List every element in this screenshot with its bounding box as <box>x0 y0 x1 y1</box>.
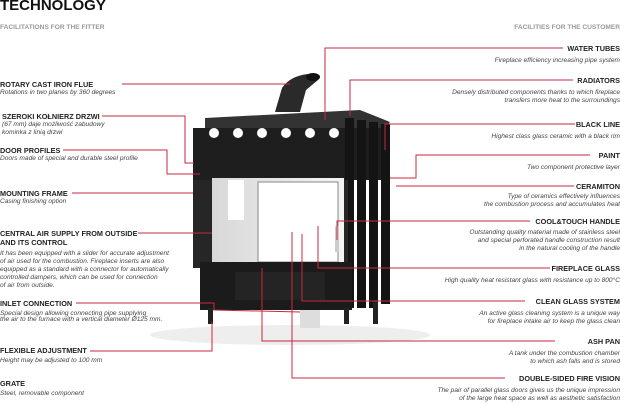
inlet-connector <box>300 310 320 328</box>
top-cover <box>205 110 390 130</box>
rear-glass <box>257 181 339 263</box>
ash-pan <box>235 272 325 300</box>
feature-radiators: RADIATORS Densely distributed components… <box>452 76 620 104</box>
feature-grate: GRATE Steel, removable component <box>0 379 84 397</box>
feature-water-tubes: WATER TUBES Fireplace efficiency increas… <box>494 44 620 64</box>
feature-rotary-flue: ROTARY CAST IRON FLUE Rotations in two p… <box>0 80 116 96</box>
feature-double-sided-fire-vision: DOUBLE-SIDED FIRE VISION The pair of par… <box>437 374 620 402</box>
shadow <box>150 325 430 345</box>
feature-cool-touch-handle: COOL&TOUCH HANDLE Outstanding quality ma… <box>469 217 620 252</box>
right-section-heading: FACILITIES FOR THE CUSTOMER <box>514 24 620 31</box>
feature-central-air-supply: CENTRAL AIR SUPPLY FROM OUTSIDE AND ITS … <box>0 229 169 289</box>
ventilation-holes <box>209 128 339 138</box>
feature-paint: PAINT Two component protective layer <box>527 151 620 171</box>
feature-door-profiles: DOOR PROFILES Doors made of special and … <box>0 146 138 162</box>
feature-ash-pan: ASH PAN A tank under the combustion cham… <box>508 337 620 365</box>
radiator-fins <box>345 118 390 308</box>
feature-fireplace-glass: FIREPLACE GLASS High quality heat resist… <box>444 264 620 284</box>
leader-lines <box>63 47 590 379</box>
feature-door-collar: SZEROKI KOŁNIERZ DRZWI (67 mm) daje możl… <box>2 112 105 136</box>
feature-ceramiton: CERAMITON Type of ceramics effectively i… <box>484 182 620 208</box>
feature-black-line: BLACK LINE Highest class glass ceramic w… <box>491 120 620 140</box>
front-top-panel <box>193 128 388 180</box>
feature-inlet-connection: INLET CONNECTION Special design allowing… <box>0 299 163 323</box>
page-title: TECHNOLOGY <box>0 0 106 14</box>
left-section-heading: FACILITATIONS FOR THE FITTER <box>0 24 105 31</box>
ceramiton-panel <box>228 180 244 220</box>
feature-clean-glass-system: CLEAN GLASS SYSTEM An active glass clean… <box>479 297 620 325</box>
feature-flexible-adjustment: FLEXIBLE ADJUSTMENT Height may be adjust… <box>0 346 103 364</box>
legs <box>208 300 378 324</box>
feature-mounting-frame: MOUNTING FRAME Casing finishing option <box>0 189 68 205</box>
